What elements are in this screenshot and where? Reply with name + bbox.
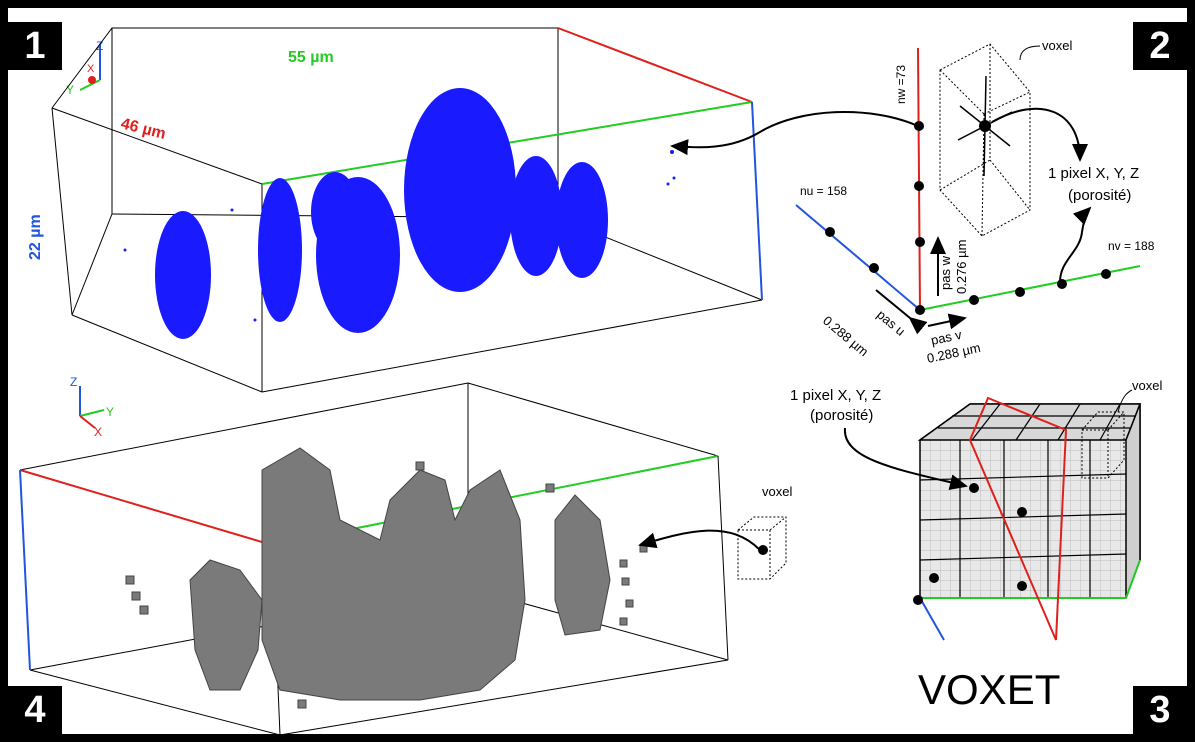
- panel-badge-2: 2: [1133, 22, 1187, 70]
- grid-nodes: [825, 121, 1111, 315]
- panel-2: nw =73 nu = 158 nv = 188 pas w 0.276 µm …: [795, 38, 1155, 366]
- panel-3: voxel 1 pixel X, Y, Z (porosité) VOXET: [790, 378, 1162, 713]
- panel-badge-3: 3: [1133, 686, 1187, 734]
- nu-label: nu = 158: [800, 184, 847, 198]
- axis-label-z: Z: [96, 39, 103, 53]
- pixel-label-line1-2: 1 pixel X, Y, Z: [1048, 165, 1139, 182]
- voxel-label-2: voxel: [1042, 38, 1072, 53]
- voxel-callout-arrow-1: [670, 110, 919, 156]
- pas-w-value: 0.276 µm: [954, 240, 969, 294]
- cut-plane: [968, 396, 1068, 641]
- panel-1: Z Y X 55 µm 46 µm 22 µm: [27, 27, 919, 393]
- point-cluster: [258, 178, 302, 322]
- axis-w-line: [917, 47, 921, 311]
- point-cluster: [404, 88, 516, 292]
- axis-label-y: Y: [66, 83, 74, 97]
- voxet-block: [917, 403, 1142, 599]
- edge-z-4: [19, 469, 31, 671]
- point-cluster: [311, 172, 359, 252]
- panel-badge-4: 4: [8, 686, 62, 734]
- edge-x-1: [557, 27, 753, 103]
- point-cluster: [556, 162, 608, 278]
- voxel-cube-2: [939, 43, 1031, 237]
- nv-label: nv = 188: [1108, 239, 1155, 253]
- point-cluster: [510, 156, 562, 276]
- panel-4: Z Y X: [19, 375, 792, 736]
- voxet-title: VOXET: [918, 666, 1060, 713]
- voxel-center-point: [979, 120, 991, 132]
- axis-label-z: Z: [70, 375, 77, 389]
- pixel-label-line2-2: (porosité): [1068, 187, 1131, 204]
- pixel-label-line2-3: (porosité): [810, 407, 873, 424]
- axis-triad-4: Z Y X: [70, 375, 114, 439]
- axis-triad-1: Z Y X: [66, 39, 103, 97]
- voxel-label-3: voxel: [1132, 378, 1162, 393]
- dimension-x-label: 55 µm: [288, 49, 334, 66]
- pas-v-label: pas v: [930, 327, 964, 348]
- voxel-cube-3: [1081, 411, 1125, 479]
- voxel-label-4: voxel: [762, 484, 792, 499]
- edge-x-4: [19, 469, 273, 546]
- pixel-label-line1-3: 1 pixel X, Y, Z: [790, 387, 881, 404]
- nw-label: nw =73: [894, 65, 908, 104]
- axis-label-x: X: [87, 63, 95, 75]
- dimension-y-label: 46 µm: [119, 115, 167, 143]
- voxel-cube-4: [737, 516, 787, 580]
- panel-badge-1: 1: [8, 22, 62, 70]
- axis-label-x: X: [94, 425, 102, 439]
- point-cluster: [155, 211, 211, 339]
- pas-w-label: pas w: [938, 255, 953, 290]
- pore-point-cloud: [123, 88, 676, 339]
- dimension-z-label: 22 µm: [27, 214, 44, 260]
- voxel-pore-mass: [189, 447, 611, 701]
- axis-u-line: [795, 204, 921, 311]
- pas-u-value: 0.288 µm: [820, 313, 871, 360]
- axis-label-y: Y: [106, 405, 114, 419]
